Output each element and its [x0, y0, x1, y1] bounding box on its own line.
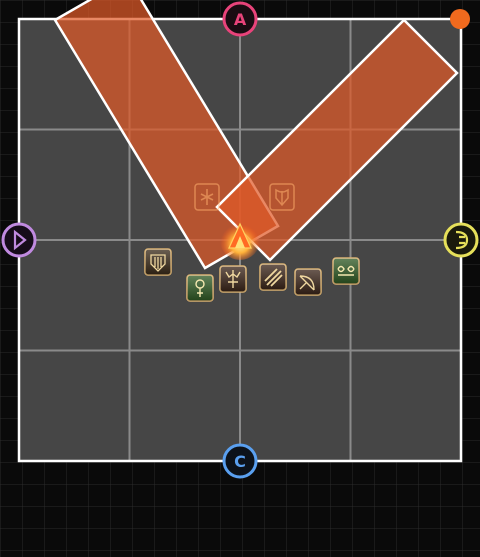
white-mage-icon[interactable] [186, 274, 214, 302]
waymark-d-icon[interactable] [1, 222, 37, 258]
waymark-c-label: C [234, 452, 246, 471]
waymark-a-label: A [234, 10, 247, 29]
enemy-dot-icon[interactable] [450, 9, 470, 29]
ghost-token-layer [194, 183, 295, 211]
waymark-b-icon[interactable] [443, 222, 479, 258]
boss-flame-icon[interactable] [220, 220, 260, 260]
paladin-icon[interactable] [144, 248, 172, 276]
party-layer [144, 248, 360, 302]
bard-icon[interactable] [294, 268, 322, 296]
waymark-a-icon[interactable]: A [222, 1, 258, 37]
ghost-token-dragoon [194, 183, 220, 211]
waymark-layer: A C [1, 1, 479, 479]
waymark-c-icon[interactable]: C [222, 443, 258, 479]
scholar-icon[interactable] [332, 257, 360, 285]
dragoon-icon[interactable] [219, 265, 247, 293]
ghost-token-paladin [269, 183, 295, 211]
ninja-icon[interactable] [259, 263, 287, 291]
